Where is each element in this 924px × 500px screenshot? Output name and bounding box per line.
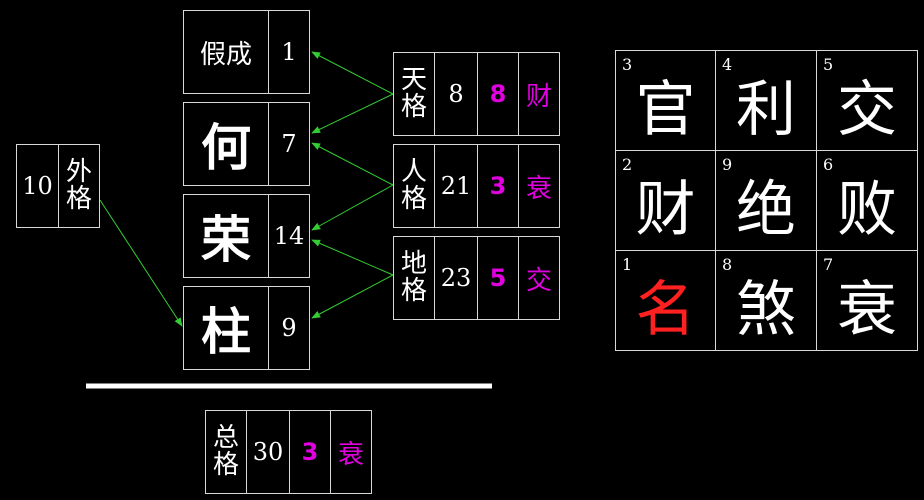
nine-grid-cell-5-char: 绝 [736, 175, 796, 245]
nine-grid-cell-3-number: 5 [823, 55, 834, 74]
tian-grid-label-1: 天 [400, 64, 427, 95]
nine-grid-cell-1-number: 3 [622, 55, 633, 74]
pseudo-char-box: 假成 [183, 10, 269, 94]
di-grid-digit-box: 5 [477, 236, 519, 320]
name-number-3-box: 9 [268, 286, 310, 370]
di-grid-digit: 5 [489, 264, 507, 292]
nine-grid-cell-6: 6 败 [816, 150, 918, 251]
arrow-outer-to-char3 [99, 199, 183, 327]
name-char-2-box: 荣 [183, 194, 269, 278]
ren-grid-digit-box: 3 [477, 144, 519, 228]
total-grid-digit-box: 3 [289, 410, 331, 494]
nine-grid-cell-1: 3 官 [615, 50, 716, 151]
total-grid-fortune-box: 衰 [330, 410, 372, 494]
name-char-1: 何 [201, 119, 251, 177]
name-number-3: 9 [281, 314, 297, 342]
arrow-di-to-char3 [311, 274, 394, 319]
nine-grid-cell-5-number: 9 [722, 155, 733, 174]
ren-grid-fortune-box: 衰 [518, 144, 560, 228]
nine-grid-cell-7-number: 1 [622, 255, 633, 274]
total-grid-fortune: 衰 [337, 439, 364, 470]
tian-grid-fortune: 财 [525, 81, 552, 112]
outer-grid-number: 10 [22, 172, 53, 200]
arrow-tian-to-char1 [311, 93, 394, 134]
ren-grid-number: 21 [440, 172, 472, 200]
di-grid-label-1: 地 [400, 248, 427, 279]
tian-grid-fortune-box: 财 [518, 52, 560, 136]
nine-grid-cell-7-char: 名 [635, 275, 696, 345]
nine-grid-cell-4-number: 2 [622, 155, 633, 174]
total-grid-number-box: 30 [246, 410, 290, 494]
total-grid-label-1: 总 [212, 422, 239, 453]
di-grid-number-box: 23 [434, 236, 478, 320]
di-grid-label-box: 地 格 [393, 236, 435, 320]
arrow-ren-to-char1 [311, 142, 394, 186]
outer-grid-label-1: 外 [65, 156, 92, 187]
di-grid-fortune-box: 交 [518, 236, 560, 320]
name-char-3: 柱 [201, 303, 251, 361]
total-grid-digit: 3 [301, 438, 319, 466]
di-grid-fortune: 交 [525, 265, 552, 296]
name-char-3-box: 柱 [183, 286, 269, 370]
nine-grid-cell-1-char: 官 [635, 75, 696, 145]
nine-grid-cell-4-char: 财 [635, 175, 696, 245]
nine-grid-cell-8-char: 煞 [736, 275, 796, 345]
nine-grid-cell-2: 4 利 [715, 50, 817, 151]
tian-grid-number-box: 8 [434, 52, 478, 136]
name-char-2: 荣 [201, 211, 251, 269]
total-grid-number: 30 [252, 438, 284, 466]
nine-grid-cell-6-char: 败 [837, 175, 897, 245]
pseudo-number: 1 [281, 38, 297, 66]
name-number-2: 14 [273, 222, 305, 250]
nine-grid-cell-7: 1 名 [615, 250, 716, 351]
total-grid-label-box: 总 格 [205, 410, 247, 494]
ren-grid-label-box: 人 格 [393, 144, 435, 228]
nine-grid-cell-9-char: 衰 [837, 275, 897, 345]
outer-grid-number-box: 10 [16, 144, 59, 228]
ren-grid-fortune: 衰 [525, 173, 552, 204]
tian-grid-digit: 8 [489, 80, 507, 108]
ren-grid-label-2: 格 [400, 184, 427, 214]
name-number-1: 7 [281, 130, 297, 158]
ren-grid-label-1: 人 [400, 156, 427, 187]
name-number-2-box: 14 [268, 194, 310, 278]
name-number-1-box: 7 [268, 102, 310, 186]
total-grid-label-2: 格 [212, 450, 239, 480]
nine-grid-cell-2-number: 4 [722, 55, 733, 74]
arrow-di-to-char2 [311, 239, 394, 276]
nine-grid-cell-8-number: 8 [722, 255, 733, 274]
di-grid-number: 23 [440, 264, 472, 292]
outer-grid-label-2: 格 [65, 184, 92, 214]
nine-grid-cell-6-number: 6 [823, 155, 834, 174]
tian-grid-label-2: 格 [400, 92, 427, 122]
pseudo-char-text: 假成 [199, 39, 252, 70]
nine-grid-cell-9-number: 7 [823, 255, 834, 274]
tian-grid-number: 8 [448, 80, 464, 108]
arrow-tian-to-pseudo [311, 51, 394, 95]
tian-grid-digit-box: 8 [477, 52, 519, 136]
nine-grid-cell-5: 9 绝 [715, 150, 817, 251]
ren-grid-number-box: 21 [434, 144, 478, 228]
name-char-1-box: 何 [183, 102, 269, 186]
nine-grid-cell-2-char: 利 [736, 75, 796, 145]
pseudo-number-box: 1 [268, 10, 310, 94]
outer-grid-label-box: 外 格 [58, 144, 100, 228]
di-grid-label-2: 格 [400, 276, 427, 306]
nine-grid-cell-3-char: 交 [837, 75, 897, 145]
tian-grid-label-box: 天 格 [393, 52, 435, 136]
nine-grid-cell-8: 8 煞 [715, 250, 817, 351]
nine-grid-cell-3: 5 交 [816, 50, 918, 151]
arrow-ren-to-char2 [311, 184, 394, 231]
nine-grid-cell-4: 2 财 [615, 150, 716, 251]
ren-grid-digit: 3 [489, 172, 507, 200]
nine-grid-cell-9: 7 衰 [816, 250, 918, 351]
